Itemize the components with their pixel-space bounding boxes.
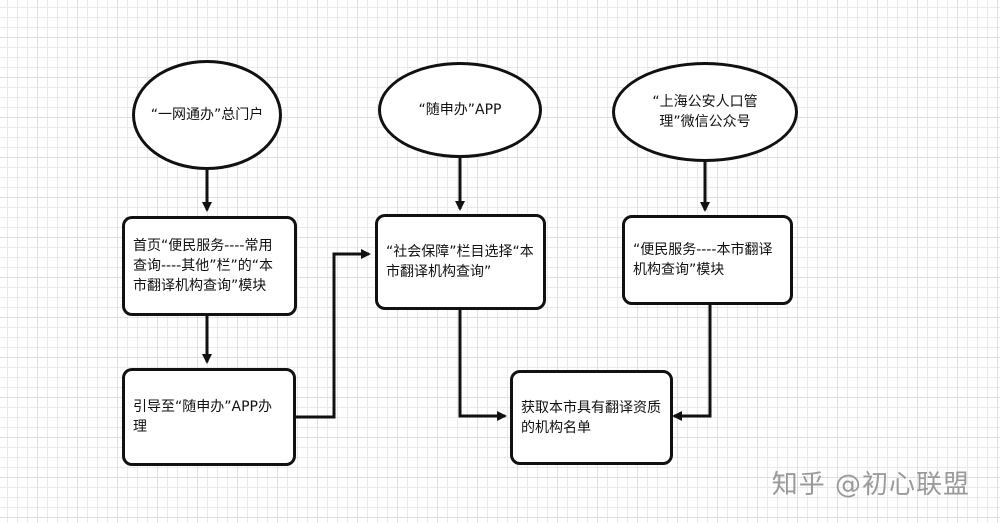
start-node-portal-label: “一网通办”总门户 — [150, 107, 264, 123]
edge-social-security-to-result — [458, 310, 507, 421]
start-node-wechat-account-label: “上海公安人口管理”微信公众号 — [652, 94, 758, 130]
process-node-social-security[interactable]: “社会保障”栏目选择“本市翻译机构查询” — [375, 214, 546, 310]
result-node-label: 获取本市具有翻译资质的机构名单 — [521, 399, 661, 436]
process-node-portal-step-label: 首页“便民服务----常用查询----其他”栏”的“本市翻译机构查询”模块 — [133, 238, 273, 294]
process-node-guide-to-app[interactable]: 引导至“随申办”APP办理 — [122, 368, 296, 466]
process-node-social-security-label: “社会保障”栏目选择“本市翻译机构查询” — [386, 244, 534, 280]
start-node-suishenban-app[interactable]: “随申办”APP — [378, 62, 542, 158]
watermark-text: 知乎 @初心联盟 — [771, 470, 970, 500]
edge-guide-to-social-security — [296, 249, 371, 419]
process-node-wechat-step[interactable]: “便民服务----本市翻译机构查询”模块 — [622, 215, 793, 305]
start-node-portal[interactable]: “一网通办”总门户 — [132, 60, 282, 170]
start-node-wechat-account[interactable]: “上海公安人口管理”微信公众号 — [612, 62, 798, 162]
process-node-guide-to-app-label: 引导至“随申办”APP办理 — [133, 399, 272, 435]
process-node-wechat-step-label: “便民服务----本市翻译机构查询”模块 — [633, 242, 773, 278]
start-node-suishenban-app-label: “随申办”APP — [418, 102, 502, 118]
edge-wechat-step-to-result — [672, 305, 712, 421]
process-node-portal-step[interactable]: 首页“便民服务----常用查询----其他”栏”的“本市翻译机构查询”模块 — [122, 216, 297, 316]
result-node[interactable]: 获取本市具有翻译资质的机构名单 — [510, 370, 673, 465]
